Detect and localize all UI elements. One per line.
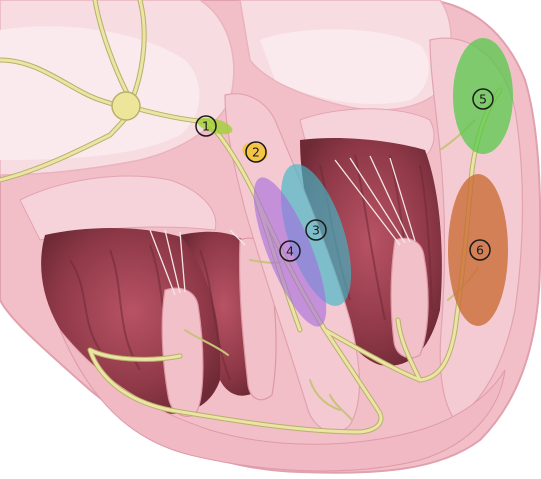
svg-text:2: 2 xyxy=(252,145,260,160)
sinoatrial-node xyxy=(112,92,140,120)
svg-text:1: 1 xyxy=(202,119,210,134)
svg-text:3: 3 xyxy=(312,223,320,238)
svg-text:6: 6 xyxy=(476,243,484,258)
svg-text:5: 5 xyxy=(479,92,487,107)
svg-text:4: 4 xyxy=(286,244,294,259)
